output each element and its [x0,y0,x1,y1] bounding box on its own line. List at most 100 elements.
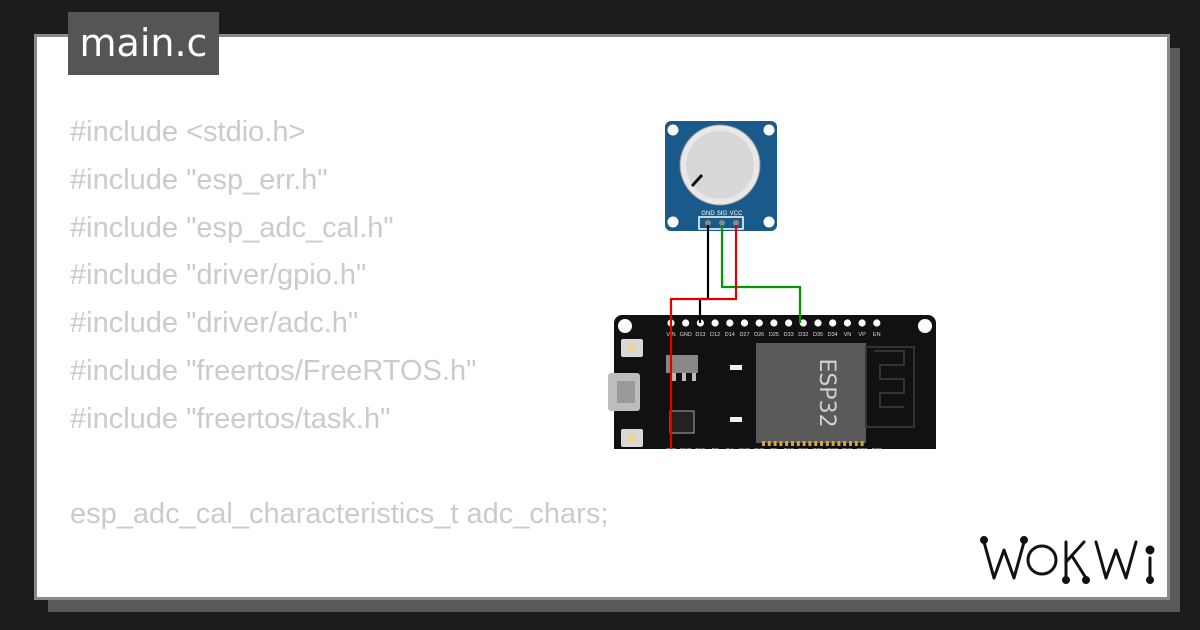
pin-label: D32 [798,332,808,338]
pin-label: D22 [857,448,867,449]
header-pin [785,319,793,327]
code-line: #include "freertos/FreeRTOS.h" [70,354,477,387]
module-pad [854,441,858,446]
pin-label: TX0 [842,448,852,449]
pin-label: D12 [710,332,720,338]
header-pin [726,319,734,327]
wire-sig [720,225,802,323]
wokwi-logo [980,536,1155,584]
usb-port-inner [617,381,635,403]
code-line: #include <stdio.h> [70,116,306,148]
led [730,365,742,370]
module-pad [849,441,852,446]
header-pin [799,319,807,327]
pin-label: D34 [828,332,838,338]
pin-label: D33 [784,332,794,338]
module-pad [802,441,806,446]
pot-pin-label-sig: SIG [717,211,728,217]
code-line: #include "esp_err.h" [70,163,328,196]
code-preview-card: #include <stdio.h> #include "esp_err.h" #i… [34,34,1170,600]
usb-uart-chip [669,410,695,434]
pin-label: D26 [754,332,764,338]
file-tab-main-c[interactable]: main.c [68,12,219,75]
header-pin [829,319,837,327]
module-pad [796,441,800,446]
mounting-hole [918,319,932,333]
pot-pin-label-vcc: VCC [730,211,743,217]
regulator [666,355,698,373]
module-pad [785,441,789,446]
pin-label: RX2 [739,448,750,449]
pot-pin-label-gnd: GND [701,211,715,217]
module-pad [767,441,771,446]
header-pin [755,319,763,327]
code-view: #include <stdio.h> #include "esp_err.h" #i… [70,109,609,597]
pin-label: GND [680,332,692,338]
pin-label: D21 [813,448,823,449]
antenna-trace [874,350,905,408]
header-pin [873,319,881,327]
code-line: int read_raw = 0; [70,587,608,597]
header-pin [682,319,690,327]
pin-label: GND [680,448,692,449]
antenna-outline [865,346,915,428]
wire-gnd [698,225,710,323]
header-pin [740,319,749,327]
led [730,417,742,422]
module-pad [820,441,823,446]
pin-label: TX2 [754,448,764,449]
code-line [70,444,608,492]
code-line: #include "freertos/task.h" [70,402,391,435]
pin-label: D27 [739,332,749,338]
module-pad [825,441,829,446]
regulator-leg [672,373,676,381]
code-line: #include "esp_adc_cal.h" [70,211,394,244]
pin-label: D13 [695,332,705,338]
module-pad [762,441,765,446]
module-pad [808,441,812,446]
code-line: #include "driver/adc.h" [70,307,359,340]
pin-label: D2 [712,448,719,449]
pin-label: D14 [725,332,735,338]
pin-label: D23 [872,448,882,449]
header-pin [711,319,719,327]
code-line [70,539,608,587]
regulator-leg [692,373,696,381]
header-pin [770,319,778,327]
pin-label: D35 [813,332,823,338]
wires [669,225,802,449]
pin-label: D25 [769,332,779,338]
module-pad [779,441,783,446]
pin-label: D4 [726,448,733,449]
pin-label: VN [844,332,852,338]
regulator-leg [682,373,686,381]
pin-label: D5 [770,448,777,449]
module-pad [791,441,794,446]
module-pad [843,441,847,446]
pin-label: VP [858,332,866,338]
mounting-hole [618,319,632,333]
module-pad [773,441,777,446]
button-cap [627,433,637,443]
code-line: esp_adc_cal_characteristics_t adc_chars; [70,498,609,531]
module-pad [831,441,835,446]
module-pad [814,441,818,446]
code-line: #include "driver/gpio.h" [70,259,367,292]
header-pin [843,319,851,327]
header-pin [814,319,822,327]
module-pad [860,441,864,446]
module-pad [837,441,841,446]
potentiometer[interactable]: GND SIG VCC [665,121,777,231]
header-pin [858,319,866,327]
pin-label: D18 [784,448,794,449]
pin-label: D15 [695,448,705,449]
pin-label: RX0 [827,448,838,449]
knob-indicator [690,173,704,188]
esp32-module [756,343,866,443]
pin-label: EN [873,332,881,338]
chip-label: ESP32 [814,358,839,427]
pin-label: D19 [798,448,808,449]
button-cap [627,343,637,353]
